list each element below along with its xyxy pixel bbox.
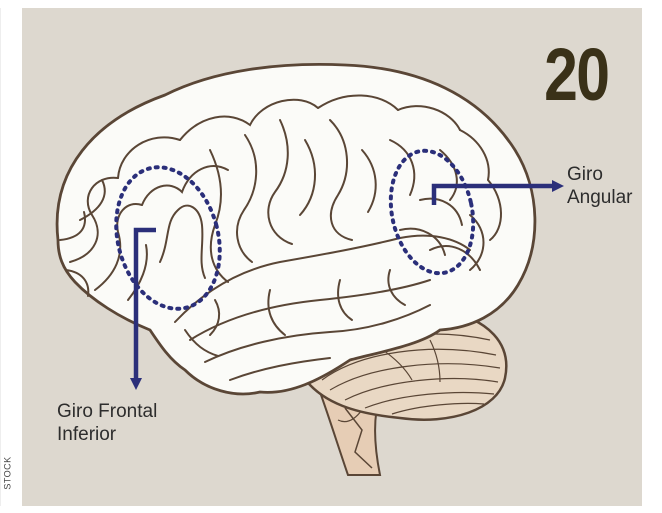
label-giro-angular-line-1: Giro (567, 163, 633, 186)
label-giro-angular-line-2: Angular (567, 186, 633, 209)
angular-pointer-arrowhead (552, 180, 564, 192)
label-giro-frontal-line-2: Inferior (57, 423, 157, 446)
figure-number: 20 (544, 32, 608, 117)
frontal-pointer-arrowhead (130, 378, 142, 390)
image-credit: STOCK (5, 454, 15, 494)
image-credit-text: STOCK (3, 456, 13, 489)
label-giro-angular: Giro Angular (567, 163, 633, 209)
label-giro-frontal-inferior: Giro Frontal Inferior (57, 400, 157, 446)
label-giro-frontal-line-1: Giro Frontal (57, 400, 157, 423)
